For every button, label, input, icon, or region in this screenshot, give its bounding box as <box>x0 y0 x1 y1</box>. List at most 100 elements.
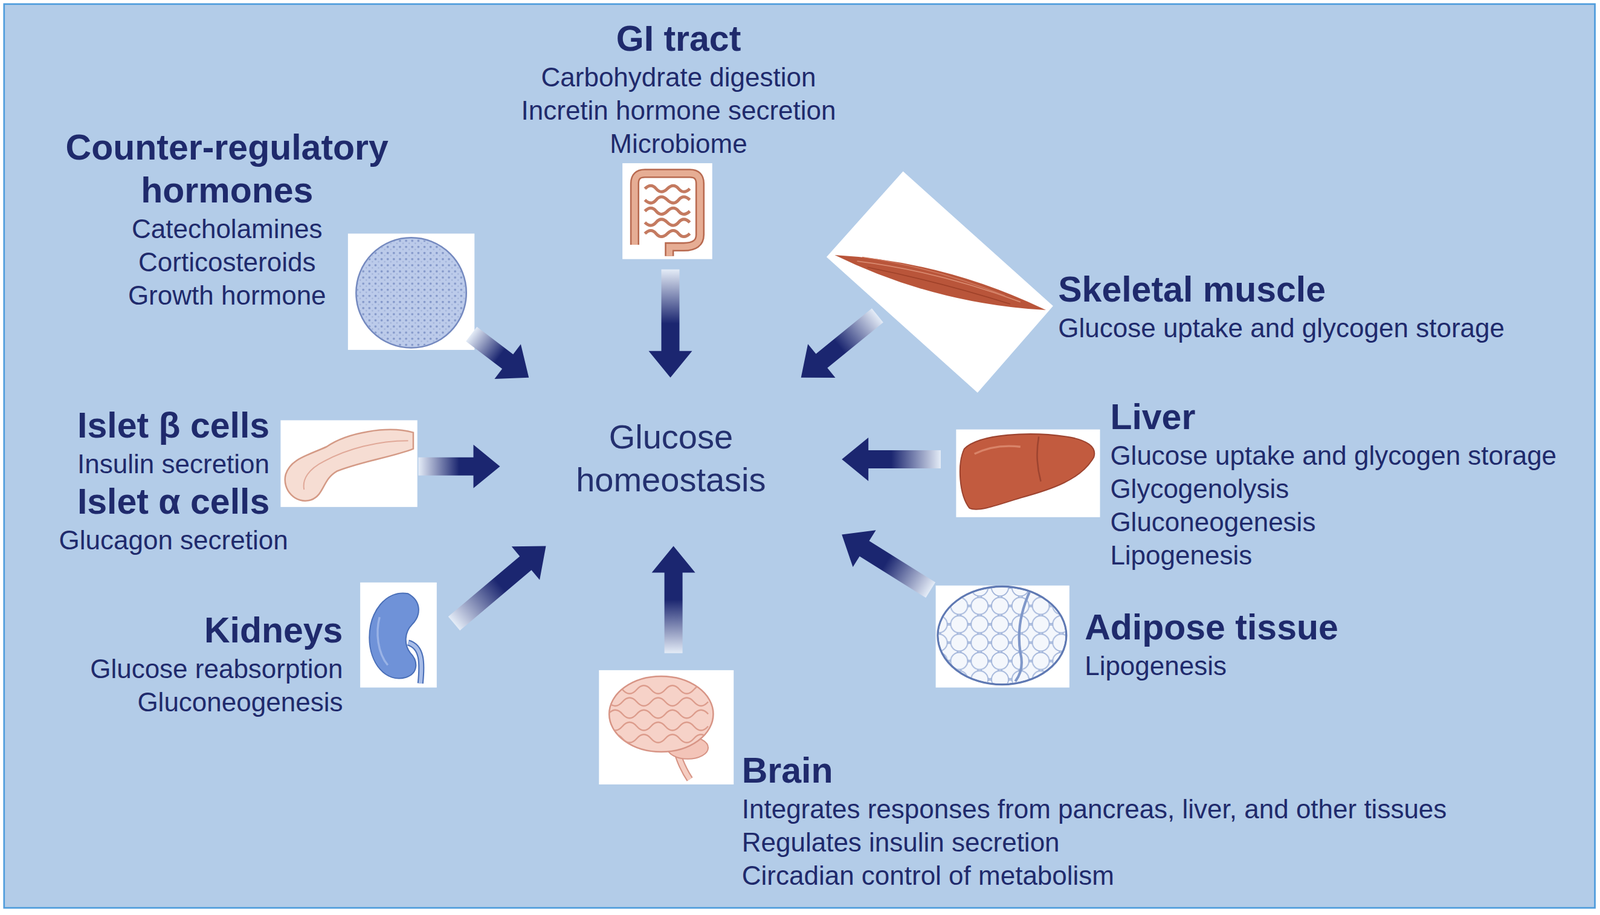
organ-node: Adipose tissueLipogenesis <box>930 579 1349 694</box>
text-column: LiverGlucose uptake and glycogen storage… <box>1109 395 1570 572</box>
icon-part <box>644 207 690 214</box>
arrow <box>648 269 693 378</box>
node-text: Glycogenolysis <box>1109 471 1289 506</box>
node-heading: Islet α cells <box>77 480 270 524</box>
panel-background <box>4 4 1596 908</box>
icon-part <box>867 267 1010 304</box>
node-heading: Kidneys <box>204 609 344 652</box>
icon-part <box>355 237 466 348</box>
text-column: Skeletal muscleGlucose uptake and glycog… <box>1058 268 1518 345</box>
brain-icon <box>598 670 734 785</box>
icon-part <box>634 173 700 257</box>
icon-part <box>357 238 466 347</box>
node-heading: Counter-regulatory hormones <box>56 126 399 213</box>
intestine-icon <box>622 163 713 260</box>
icon-part <box>960 433 1095 509</box>
node-heading: Brain <box>741 749 834 793</box>
icon-part <box>826 171 1054 393</box>
icon-part <box>369 593 419 679</box>
icon-part <box>974 445 1021 454</box>
organ-node: LiverGlucose uptake and glycogen storage… <box>940 392 1574 575</box>
organ-node: Islet β cellsInsulin secretionIslet α ce… <box>41 401 419 560</box>
arrow <box>841 437 941 481</box>
icon-part <box>644 185 690 192</box>
node-text: Circadian control of metabolism <box>741 858 1115 892</box>
text-column: GI tractCarbohydrate digestionIncretin h… <box>509 17 847 161</box>
node-text: Glucose uptake and glycogen storage <box>1109 438 1557 472</box>
arrow <box>448 546 547 631</box>
center-label: Glucose homeostasis <box>562 415 781 501</box>
icon-part <box>285 429 414 501</box>
icon-part <box>280 419 417 507</box>
icon-part <box>303 440 409 490</box>
node-text: Regulates insulin secretion <box>741 825 1060 859</box>
icon-part <box>608 697 709 706</box>
icon-part <box>644 196 690 204</box>
center-node: Glucose homeostasis <box>500 377 843 547</box>
icon-part <box>608 685 709 694</box>
node-text: Incretin hormone secretion <box>521 93 837 127</box>
node-text: Glucose reabsorption <box>90 651 343 686</box>
icon-part <box>622 163 713 260</box>
node-text: Integrates responses from pancreas, live… <box>741 792 1448 826</box>
node-text: Lipogenesis <box>1109 538 1252 572</box>
text-column: KidneysGlucose reabsorptionGluconeogenes… <box>87 609 344 719</box>
kidney-icon <box>360 582 437 688</box>
organ-node: BrainIntegrates responses from pancreas,… <box>591 653 1469 897</box>
icon-part <box>608 709 709 719</box>
text-column: Glucose homeostasis <box>562 415 781 501</box>
organ-node: Counter-regulatory hormonesCatecholamine… <box>50 122 472 358</box>
arrow <box>418 444 500 489</box>
organ-node: GI tractCarbohydrate digestionIncretin h… <box>509 14 847 270</box>
node-text: Glucose uptake and glycogen storage <box>1058 311 1505 345</box>
text-column: Adipose tissueLipogenesis <box>1084 606 1340 683</box>
icon-part <box>644 230 690 237</box>
icon-part <box>935 585 1070 688</box>
icon-part <box>862 256 1005 296</box>
text-column: Islet β cellsInsulin secretionIslet α ce… <box>41 404 307 557</box>
icon-part <box>1036 436 1041 481</box>
liver-icon <box>955 429 1100 518</box>
adipose-icon <box>935 585 1070 688</box>
node-text: Insulin secretion <box>77 447 270 481</box>
icon-part <box>936 585 1070 686</box>
node-text: Gluconeogenesis <box>1109 505 1316 539</box>
icon-part <box>1015 589 1031 682</box>
node-text: Carbohydrate digestion <box>541 60 817 94</box>
arrow <box>465 326 529 379</box>
node-heading: GI tract <box>616 17 742 61</box>
icon-part <box>857 261 1021 303</box>
node-heading: Liver <box>1109 395 1196 439</box>
node-text: Gluconeogenesis <box>137 685 343 719</box>
node-text: Growth hormone <box>128 278 327 312</box>
organ-node: Skeletal muscleGlucose uptake and glycog… <box>877 168 1521 396</box>
node-text: Lipogenesis <box>1084 648 1227 683</box>
arrow <box>801 308 884 378</box>
icon-part <box>608 734 709 743</box>
pancreas-icon <box>280 419 417 507</box>
organ-node: KidneysGlucose reabsorptionGluconeogenes… <box>87 579 455 721</box>
node-heading: Islet β cells <box>77 404 270 448</box>
arrow <box>841 529 936 598</box>
icon-part <box>634 173 700 257</box>
node-text: Catecholamines <box>131 212 323 246</box>
muscle-icon <box>826 171 1054 393</box>
icon-part <box>644 219 690 226</box>
node-text: Corticosteroids <box>138 245 316 279</box>
icon-part <box>377 616 388 665</box>
arrow <box>651 546 696 654</box>
icon-part <box>598 670 734 785</box>
icon-part <box>955 429 1100 518</box>
node-heading: Skeletal muscle <box>1058 268 1326 312</box>
node-heading: Adipose tissue <box>1084 606 1339 649</box>
icon-part <box>348 233 475 350</box>
cell-icon <box>348 233 475 350</box>
icon-part <box>608 685 709 743</box>
text-column: Counter-regulatory hormonesCatecholamine… <box>56 126 399 312</box>
icon-part <box>834 254 1046 310</box>
icon-part <box>608 722 709 731</box>
icon-part <box>360 582 437 688</box>
node-text: Glucagon secretion <box>59 523 289 557</box>
node-text: Microbiome <box>609 126 747 161</box>
